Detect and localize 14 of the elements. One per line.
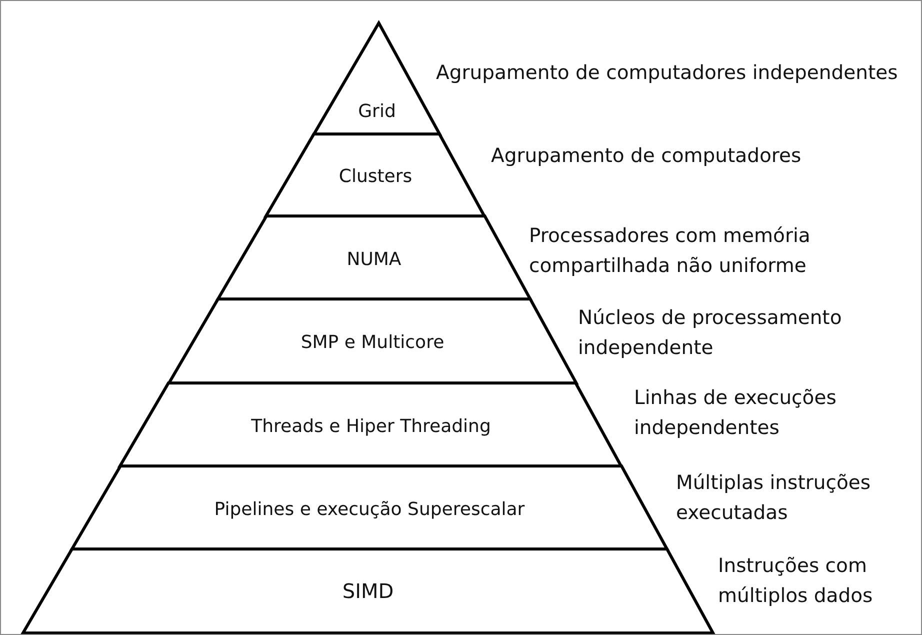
layer-description: Agrupamento de computadores	[491, 143, 802, 169]
layer-description: Agrupamento de computadores independentes	[436, 60, 899, 86]
layer-description: Múltiplas instruções executadas	[676, 470, 872, 526]
layer-description: Linhas de execuções independentes	[634, 385, 838, 441]
layer-description: Núcleos de processamento independente	[578, 305, 843, 361]
layer-label: Grid	[358, 101, 396, 122]
layer-description: Instruções com múltiplos dados	[718, 553, 874, 609]
layer-description: Processadores com memória compartilhada não uniforme	[529, 223, 812, 279]
layer-label: Pipelines e execução Superescalar	[214, 498, 525, 520]
layer-label: NUMA	[346, 248, 402, 270]
layer-label: Clusters	[338, 166, 412, 187]
layer-label: SIMD	[342, 579, 394, 603]
layer-label: Threads e Hiper Threading	[251, 416, 491, 436]
layer-label: SMP e Multicore	[300, 332, 444, 353]
